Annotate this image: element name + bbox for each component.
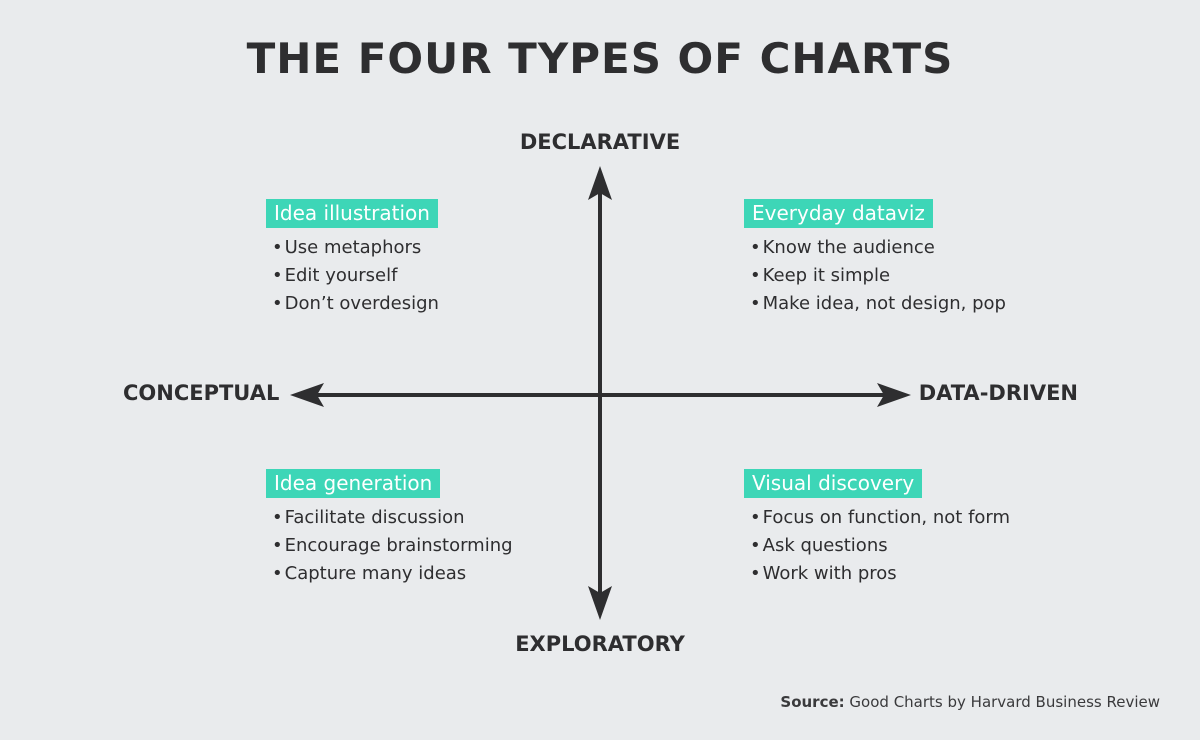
- list-item: Keep it simple: [750, 262, 1006, 290]
- quadrant-list: Know the audience Keep it simple Make id…: [744, 234, 1006, 318]
- list-item: Know the audience: [750, 234, 1006, 262]
- axis-label-bottom: EXPLORATORY: [515, 632, 685, 656]
- list-item: Make idea, not design, pop: [750, 290, 1006, 318]
- list-item: Use metaphors: [272, 234, 439, 262]
- source-label: Source:: [780, 693, 845, 711]
- quadrant-title: Everyday dataviz: [744, 199, 933, 228]
- axis-label-top: DECLARATIVE: [519, 130, 681, 154]
- quadrant-title: Idea generation: [266, 469, 441, 498]
- list-item: Facilitate discussion: [272, 504, 513, 532]
- quadrant-visual-discovery: Visual discovery Focus on function, not …: [744, 469, 1010, 588]
- quadrant-list: Use metaphors Edit yourself Don’t overde…: [266, 234, 439, 318]
- arrow-right-icon: [877, 383, 911, 407]
- arrow-left-icon: [290, 383, 324, 407]
- axis-label-right: DATA-DRIVEN: [918, 381, 1078, 405]
- quadrant-title: Visual discovery: [744, 469, 923, 498]
- source-text: Good Charts by Harvard Business Review: [849, 693, 1160, 711]
- quadrant-title: Idea illustration: [266, 199, 438, 228]
- quadrant-list: Facilitate discussion Encourage brainsto…: [266, 504, 513, 588]
- list-item: Ask questions: [750, 532, 1010, 560]
- list-item: Encourage brainstorming: [272, 532, 513, 560]
- axis-label-left: CONCEPTUAL: [123, 381, 280, 405]
- arrow-up-icon: [588, 166, 612, 200]
- list-item: Focus on function, not form: [750, 504, 1010, 532]
- quadrant-idea-generation: Idea generation Facilitate discussion En…: [266, 469, 513, 588]
- list-item: Work with pros: [750, 560, 1010, 588]
- list-item: Don’t overdesign: [272, 290, 439, 318]
- list-item: Capture many ideas: [272, 560, 513, 588]
- arrow-down-icon: [588, 586, 612, 620]
- diagram-title: THE FOUR TYPES OF CHARTS: [246, 34, 954, 83]
- quadrant-idea-illustration: Idea illustration Use metaphors Edit you…: [266, 199, 439, 318]
- quadrant-list: Focus on function, not form Ask question…: [744, 504, 1010, 588]
- source-credit: Source: Good Charts by Harvard Business …: [780, 693, 1160, 711]
- list-item: Edit yourself: [272, 262, 439, 290]
- quadrant-everyday-dataviz: Everyday dataviz Know the audience Keep …: [744, 199, 1006, 318]
